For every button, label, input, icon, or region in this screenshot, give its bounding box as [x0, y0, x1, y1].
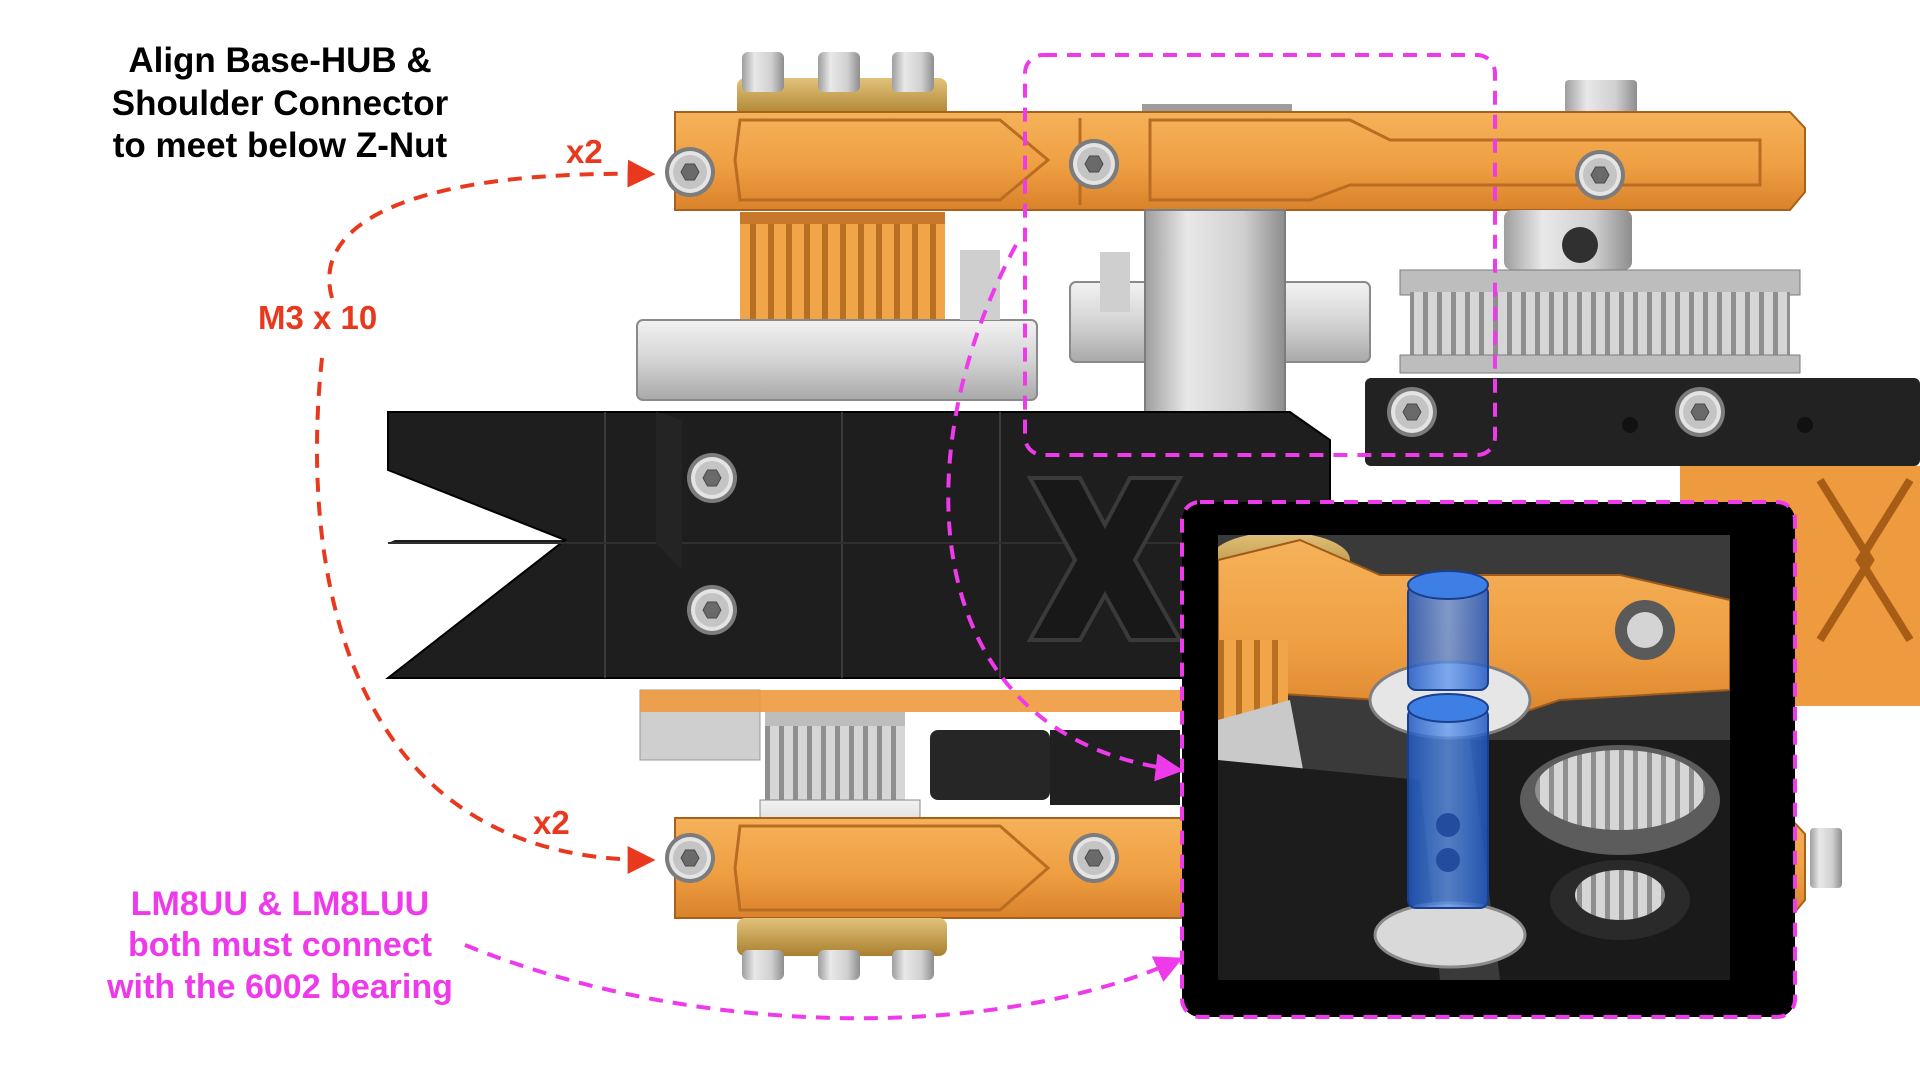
lm8-bearing-highlight: [1407, 570, 1489, 909]
gt2-pulley-icon: [1399, 269, 1801, 374]
bearing-line-2: both must connect: [127, 926, 433, 965]
alignment-line-3: to meet below Z-Nut: [112, 126, 448, 166]
alignment-instruction: Align Base-HUB & Shoulder Connector to m…: [80, 40, 480, 168]
gt2-belt: [930, 730, 1050, 800]
z-nut-highlight-box: [1023, 53, 1497, 457]
screw-count-bottom: x2: [533, 804, 570, 841]
bearing-line-3: with the 6002 bearing: [107, 967, 453, 1006]
alignment-line-1: Align Base-HUB &: [128, 41, 432, 80]
aluminum-spacer-left: [636, 319, 1038, 401]
arrow-bearing-to-carriage: [946, 244, 1184, 782]
right-black-bracket: [1365, 378, 1920, 466]
arrow-screw-top: [327, 159, 656, 299]
bearing-line-1: LM8UU & LM8LUU: [130, 885, 430, 923]
screw-spec: M3 x 10: [258, 299, 378, 336]
screw-count-top: x2: [566, 133, 603, 170]
top-printed-pulley: [740, 212, 945, 327]
socket-head-screw-icon: [664, 832, 716, 884]
bearing-detail-inset: [1180, 500, 1797, 1019]
x-carriage-black-block: [385, 138, 1331, 679]
top-orange-arm: [674, 111, 1806, 211]
socket-head-screw-icon: [664, 146, 716, 198]
alignment-line-2: Shoulder Connector: [111, 83, 449, 123]
bearing-6002: [1373, 901, 1527, 969]
scara-joint-assembly: [385, 52, 1920, 980]
bottom-brass-nut: [737, 918, 947, 956]
bearing-instruction: LM8UU & LM8LUU both must connect with th…: [80, 884, 480, 1008]
arrow-bearing-to-inset: [464, 943, 1184, 1021]
